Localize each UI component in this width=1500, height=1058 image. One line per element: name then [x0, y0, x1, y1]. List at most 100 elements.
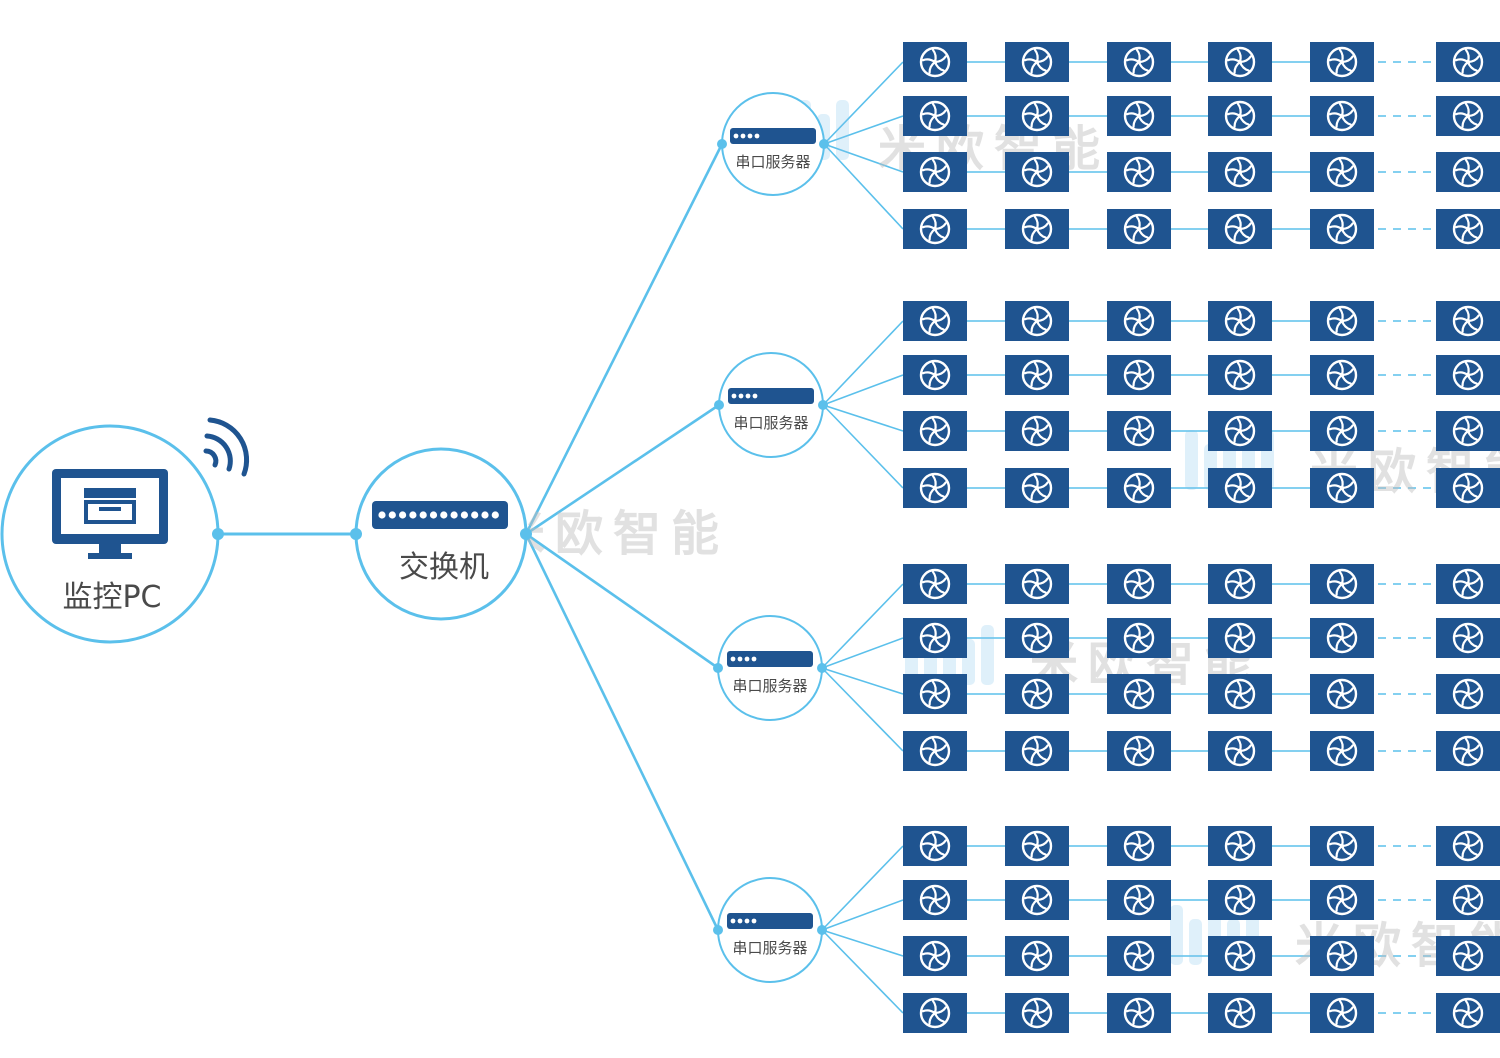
- serial-server-icon: [727, 913, 813, 929]
- network-switch-node[interactable]: 交换机: [350, 447, 532, 621]
- fan-icon: [1208, 826, 1272, 866]
- fan-icon: [1436, 42, 1500, 82]
- serial-server-label: 串口服务器: [735, 153, 810, 171]
- fan-icon: [1436, 96, 1500, 136]
- fan-icon: [1436, 880, 1500, 920]
- server-fan-link: [821, 929, 904, 957]
- fan-icon: [1005, 936, 1069, 976]
- fan-icon: [903, 42, 967, 82]
- fan-icon: [1208, 209, 1272, 249]
- connection-lines: [218, 61, 1432, 1014]
- fan-icon: [1436, 301, 1500, 341]
- fan-icon: [1107, 936, 1171, 976]
- fan-icon: [1005, 564, 1069, 604]
- fan-icon: [1208, 152, 1272, 192]
- fan-icon: [1310, 618, 1374, 658]
- monitor-icon: [52, 469, 168, 559]
- fan-icon: [903, 411, 967, 451]
- fan-icon: [1310, 826, 1374, 866]
- server-fan-link: [822, 320, 904, 406]
- fan-grid: [903, 42, 1500, 1033]
- serial-server-node-2[interactable]: 串口服务器: [714, 352, 828, 458]
- fan-icon: [1310, 993, 1374, 1033]
- serial-server-icon: [728, 388, 814, 404]
- monitoring-pc-node[interactable]: 监控PC: [0, 424, 224, 644]
- fan-icon: [1310, 411, 1374, 451]
- switch-server-link: [525, 532, 719, 670]
- fan-icon: [1208, 674, 1272, 714]
- fan-icon: [1208, 880, 1272, 920]
- fan-icon: [1005, 411, 1069, 451]
- fan-icon: [1107, 42, 1171, 82]
- server-fan-link: [823, 115, 904, 145]
- fan-icon: [1436, 209, 1500, 249]
- switch-label: 交换机: [399, 550, 489, 585]
- switch-port: [399, 511, 407, 519]
- serial-server-node-3[interactable]: 串口服务器: [713, 615, 827, 721]
- fan-icon: [1310, 731, 1374, 771]
- fan-icon: [903, 564, 967, 604]
- fan-icon: [1310, 674, 1374, 714]
- fan-icon: [1107, 209, 1171, 249]
- serial-server-node-4[interactable]: 串口服务器: [713, 877, 827, 983]
- fan-icon: [1310, 468, 1374, 508]
- serial-server-node-1[interactable]: 串口服务器: [717, 92, 829, 196]
- fan-icon: [903, 618, 967, 658]
- switch-server-link: [524, 143, 724, 535]
- fan-icon: [1107, 674, 1171, 714]
- fan-icon: [1005, 301, 1069, 341]
- fan-icon: [1436, 468, 1500, 508]
- fan-icon: [1107, 618, 1171, 658]
- switch-server-link: [525, 403, 720, 536]
- switch-port: [440, 511, 448, 519]
- switch-port: [450, 511, 458, 519]
- fan-icon: [1208, 564, 1272, 604]
- fan-icon: [1208, 468, 1272, 508]
- fan-icon: [1436, 993, 1500, 1033]
- fan-icon: [1436, 564, 1500, 604]
- fan-icon: [1436, 618, 1500, 658]
- fan-icon: [1107, 96, 1171, 136]
- server-fan-link: [823, 143, 904, 230]
- fan-icon: [1107, 411, 1171, 451]
- fan-icon: [1107, 152, 1171, 192]
- fan-icon: [1005, 993, 1069, 1033]
- fan-icon: [1208, 936, 1272, 976]
- server-fan-link: [821, 845, 904, 931]
- serial-server-icon: [727, 651, 813, 667]
- server-fan-link: [822, 404, 904, 432]
- fan-icon: [903, 826, 967, 866]
- fan-icon: [903, 301, 967, 341]
- fan-icon: [903, 731, 967, 771]
- fan-icon: [903, 468, 967, 508]
- network-switch-icon: [372, 501, 508, 529]
- fan-icon: [1005, 731, 1069, 771]
- fan-icon: [1310, 936, 1374, 976]
- fan-icon: [1436, 731, 1500, 771]
- watermark-text: 米欧智能: [497, 506, 729, 562]
- fan-icon: [1208, 618, 1272, 658]
- server-fan-link: [823, 143, 904, 173]
- switch-port: [460, 511, 468, 519]
- fan-icon: [1436, 355, 1500, 395]
- fan-icon: [1107, 468, 1171, 508]
- fan-icon: [1310, 301, 1374, 341]
- fan-icon: [1005, 96, 1069, 136]
- pc-label: 监控PC: [62, 580, 161, 615]
- fan-icon: [903, 355, 967, 395]
- fan-icon: [1310, 96, 1374, 136]
- fan-icon: [1310, 880, 1374, 920]
- fan-icon: [1208, 301, 1272, 341]
- fan-icon: [1436, 936, 1500, 976]
- fan-icon: [903, 936, 967, 976]
- fan-icon: [1208, 42, 1272, 82]
- switch-port: [429, 511, 438, 519]
- server-fan-link: [823, 61, 904, 145]
- fan-icon: [903, 209, 967, 249]
- fan-icon: [903, 674, 967, 714]
- fan-icon: [1005, 42, 1069, 82]
- fan-icon: [1107, 826, 1171, 866]
- fan-icon: [1107, 880, 1171, 920]
- fan-icon: [1107, 993, 1171, 1033]
